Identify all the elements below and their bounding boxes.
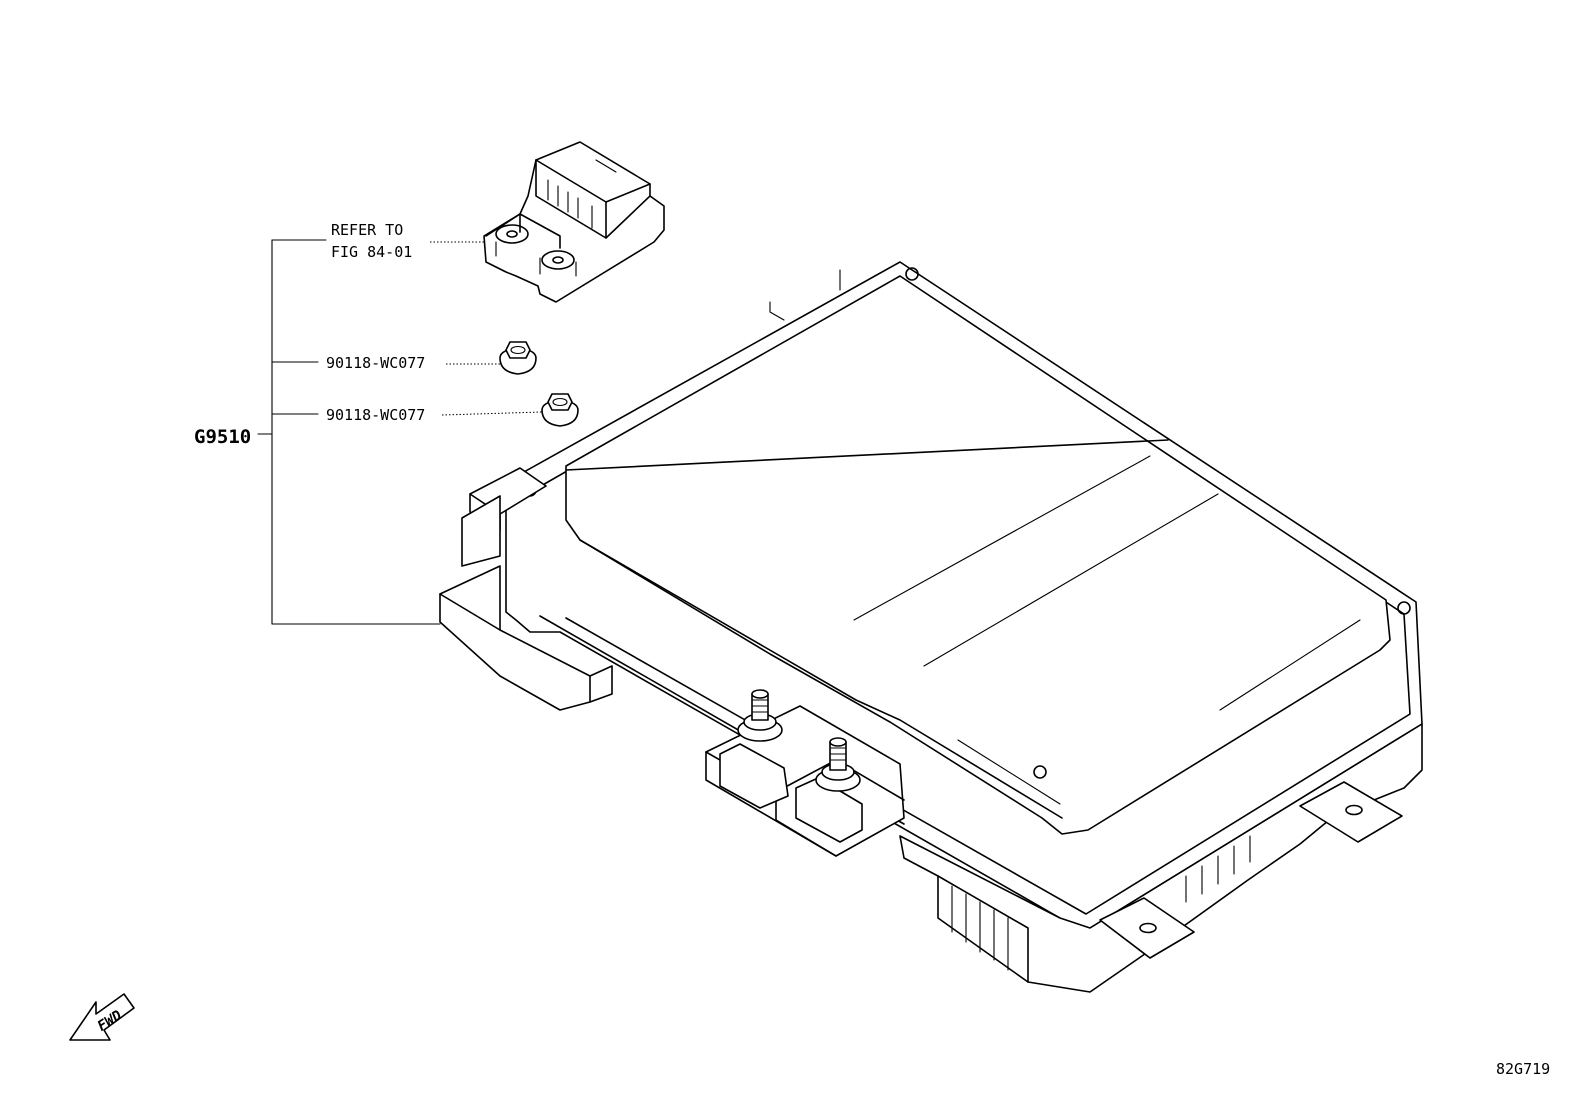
main-assembly-unit	[439, 261, 1423, 993]
terminal-block	[705, 689, 905, 857]
nut-1-part-number: 90118-WC077	[326, 354, 425, 372]
relay-reference-label-line2: FIG 84-01	[331, 243, 412, 261]
relay-reference-label-line1: REFER TO	[331, 221, 403, 239]
nut-2-part-number: 90118-WC077	[326, 406, 425, 424]
figure-id: 82G719	[1496, 1060, 1550, 1078]
relay-block	[483, 141, 665, 303]
callout-bracket	[257, 239, 543, 625]
flange-nut-1	[499, 341, 537, 375]
main-assembly-label: G9510	[194, 426, 251, 448]
forward-direction-arrow: FWD	[69, 993, 135, 1041]
flange-nut-2	[541, 393, 579, 427]
